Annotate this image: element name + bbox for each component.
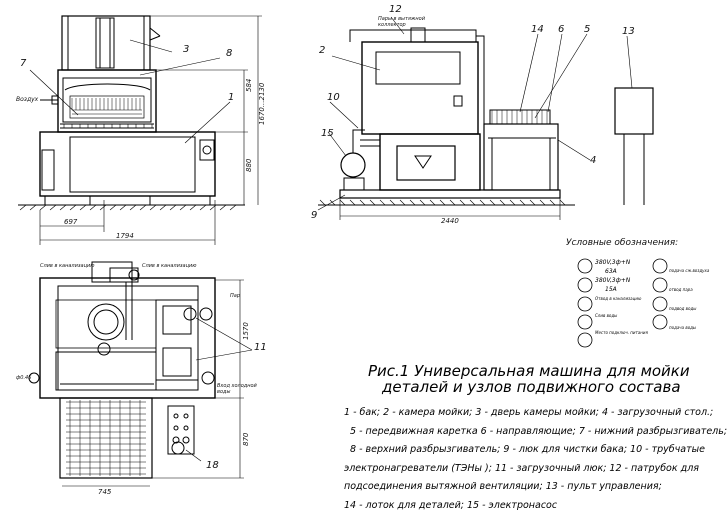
dim-plan-tray: 745 xyxy=(98,488,111,496)
vent-note: Пары в вытяжной коллектор xyxy=(378,16,428,28)
dim-front-h2: 1670...2130 xyxy=(258,83,266,125)
callout-18: 18 xyxy=(206,460,219,471)
callout-1: 1 xyxy=(228,92,234,103)
legend-item-1-sub: 63A xyxy=(595,267,648,276)
legend-item-2-sub: 15A xyxy=(595,285,648,294)
callout-10: 10 xyxy=(327,92,340,103)
callout-3: 3 xyxy=(183,44,189,55)
callout-8: 8 xyxy=(226,48,232,59)
legend-item-3: Отвод в канализацию xyxy=(595,294,648,303)
description-line-1: 1 - бак; 2 - камера мойки; 3 - дверь кам… xyxy=(344,404,727,423)
callout-11: 11 xyxy=(254,342,267,353)
callout-6: 6 xyxy=(558,24,564,35)
plan-view xyxy=(29,262,252,486)
drain-note-1: Слив в канализацию xyxy=(40,263,94,269)
air-note: Воздух xyxy=(16,96,38,103)
dim-front-h3: 880 xyxy=(245,159,253,172)
dim-front-half: 697 xyxy=(64,218,77,226)
dim-side-width: 2440 xyxy=(441,217,459,225)
legend-item-2: 380V,3ф+N xyxy=(595,276,648,285)
legend-item-9: подача воды xyxy=(669,318,709,337)
side-view xyxy=(318,17,653,220)
figure-caption: Рис.1 Универсальная машина для мойки дет… xyxy=(368,363,690,395)
legend-item-6: подача сж.воздуха xyxy=(669,261,709,280)
description-line-2: 5 - передвижная каретка 6 - направляющие… xyxy=(344,423,727,442)
description-line-6: 14 - лоток для деталей; 15 - электронасо… xyxy=(344,497,727,515)
dim-front-h1: 584 xyxy=(245,79,253,92)
callout-15: 15 xyxy=(321,128,334,139)
callout-4: 4 xyxy=(590,155,596,166)
legend-col-2: подача сж.воздуха отвод пара подвод воды… xyxy=(669,261,709,337)
callout-7: 7 xyxy=(20,58,26,69)
callout-12: 12 xyxy=(389,4,402,15)
steam-note: Пар xyxy=(230,293,240,299)
callout-2: 2 xyxy=(319,45,325,56)
description-line-4: электронагреватели (ТЭНы ); 11 - загрузо… xyxy=(344,460,727,479)
legend-item-4: Слив воды xyxy=(595,311,648,320)
legend-item-1: 380V,3ф+N xyxy=(595,258,648,267)
legend-item-7: отвод пара xyxy=(669,280,709,299)
drain-note-2: Слив в канализацию xyxy=(142,263,196,269)
cold-water-note: Вход холодной воды xyxy=(217,383,257,395)
dim-front-width: 1794 xyxy=(116,232,134,240)
legend-item-8: подвод воды xyxy=(669,299,709,318)
callout-13: 13 xyxy=(622,26,635,37)
description-line-3: 8 - верхний разбрызгиватель; 9 - люк для… xyxy=(344,441,727,460)
description-line-5: подсоединения вытяжной вентиляции; 13 - … xyxy=(344,478,727,497)
callout-5: 5 xyxy=(584,24,590,35)
dim-plan-height: 1570 xyxy=(242,322,250,340)
dim-plan-h2: 870 xyxy=(242,433,250,446)
callout-9: 9 xyxy=(311,210,317,221)
legend-col-1: 380V,3ф+N 63A 380V,3ф+N 15A Отвод в кана… xyxy=(595,258,648,337)
caption-line-2: деталей и узлов подвижного состава xyxy=(368,379,690,395)
legend-title: Условные обозначения: xyxy=(566,238,678,248)
callout-14: 14 xyxy=(531,24,544,35)
side-label: ф0.45 xyxy=(16,375,31,381)
description-list: 1 - бак; 2 - камера мойки; 3 - дверь кам… xyxy=(344,404,727,515)
caption-line-1: Рис.1 Универсальная машина для мойки xyxy=(368,363,690,379)
legend-item-5: Место подключ. питания xyxy=(595,328,648,337)
